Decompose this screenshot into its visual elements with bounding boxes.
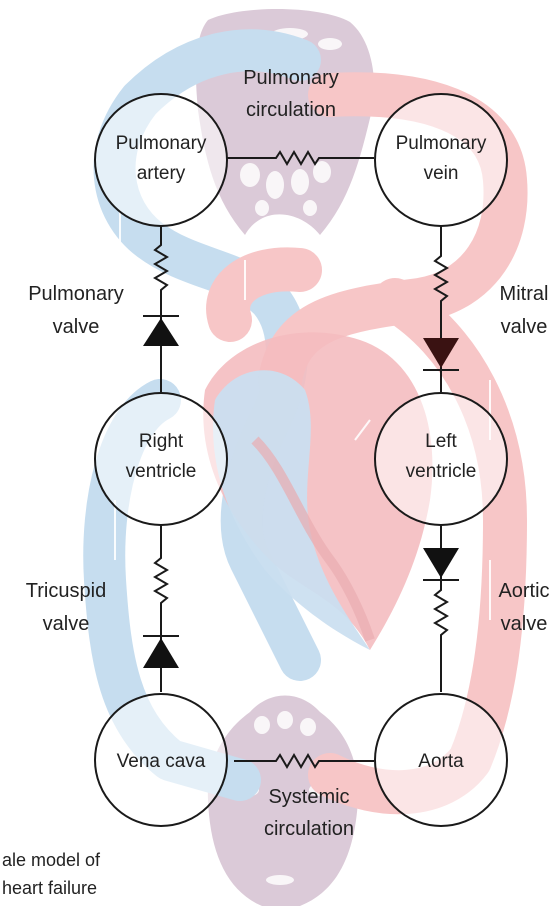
node-label-line: ventricle [126, 461, 197, 482]
label-line: Tricuspid [26, 580, 106, 602]
node-right-ventricle: Right ventricle [95, 393, 227, 525]
node-label-line: artery [137, 163, 186, 184]
caption-line: heart failure [2, 878, 97, 898]
label-line: Pulmonary [243, 67, 339, 89]
aortic-valve-diode [423, 548, 459, 580]
caption: ale model of heart failure [2, 850, 101, 898]
node-pulmonary-artery: Pulmonary artery [95, 94, 227, 226]
node-label-line: ventricle [406, 461, 477, 482]
label-pulmonary-valve: Pulmonary valve [28, 283, 124, 338]
node-label-line: Pulmonary [116, 133, 207, 154]
node-label-line: Pulmonary [396, 133, 487, 154]
node-pulmonary-vein: Pulmonary vein [375, 94, 507, 226]
label-line: valve [501, 316, 548, 338]
node-vena-cava: Vena cava [95, 694, 227, 826]
label-line: valve [43, 613, 90, 635]
label-line: circulation [264, 818, 354, 840]
node-aorta: Aorta [375, 694, 507, 826]
label-mitral-valve: Mitral valve [500, 283, 549, 338]
node-left-ventricle: Left ventricle [375, 393, 507, 525]
node-label-line: Vena cava [117, 751, 206, 772]
label-line: circulation [246, 99, 336, 121]
label-line: valve [501, 613, 548, 635]
tricuspid-valve-diode [143, 636, 179, 668]
label-line: Pulmonary [28, 283, 124, 305]
node-label-line: vein [424, 163, 459, 184]
node-label-line: Left [425, 431, 457, 452]
label-line: Mitral [500, 283, 549, 305]
caption-line: ale model of [2, 850, 101, 870]
label-line: Systemic [268, 786, 349, 808]
pulmonary-valve-diode [143, 316, 179, 346]
label-line: Aortic [498, 580, 549, 602]
node-label-line: Right [139, 431, 184, 452]
label-line: valve [53, 316, 100, 338]
node-label-line: Aorta [418, 751, 464, 772]
